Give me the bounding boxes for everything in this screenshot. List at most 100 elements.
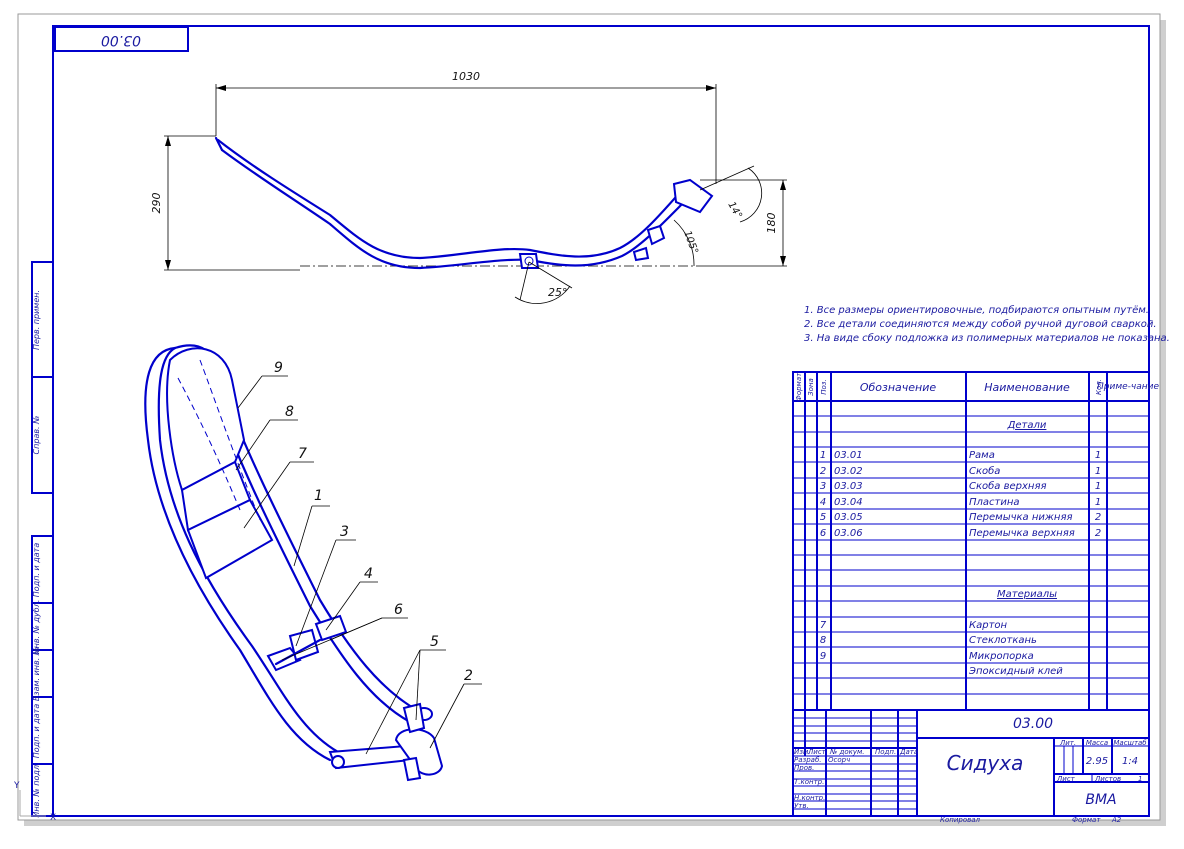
callout-8: 8 xyxy=(285,404,294,420)
tb-mass-value: 2.95 xyxy=(1086,756,1108,767)
callout-3: 3 xyxy=(340,524,349,540)
spec-pos: 2 xyxy=(820,466,826,477)
caption-copied: Копировал xyxy=(940,816,981,824)
hidden-line-2 xyxy=(199,359,261,521)
spec-name: Скоба xyxy=(969,465,1000,477)
plate-hole xyxy=(524,256,534,266)
spec-qty: 1 xyxy=(1095,497,1101,508)
spec-row-5: 5 03.05 Перемычка нижняя 2 xyxy=(820,512,1101,523)
side-view: 1030 290 180 25° 105° 14° xyxy=(150,70,787,304)
spec-qty: 2 xyxy=(1095,528,1101,539)
callout-7: 7 xyxy=(298,446,307,462)
tb-tkontr: Т.контр. xyxy=(794,778,824,786)
section-details: Детали xyxy=(1007,420,1047,431)
spec-pos: 3 xyxy=(820,481,826,492)
frame-tube-side-top xyxy=(216,138,684,260)
spec-name: Скоба верхняя xyxy=(969,480,1047,492)
hdr-note: Приме-чание xyxy=(1097,382,1159,392)
tb-nkontr: Н.контр. xyxy=(794,794,825,802)
caption-format: Формат xyxy=(1072,816,1101,824)
material-name: Стеклоткань xyxy=(969,635,1037,646)
tb-podp: Подп. xyxy=(875,748,896,756)
hdr-name: Наименование xyxy=(984,381,1070,394)
spec-row-4: 4 03.04 Пластина 1 xyxy=(820,497,1101,508)
svg-text:Y: Y xyxy=(13,781,20,791)
jumper-side-2 xyxy=(632,246,650,262)
tb-title: Сидуха xyxy=(947,751,1024,775)
spec-designation: 03.05 xyxy=(834,512,863,523)
section-materials: Материалы xyxy=(997,589,1057,600)
plate-4 xyxy=(314,614,348,642)
jumper-5b xyxy=(402,702,426,734)
angle-leg-14 xyxy=(699,165,755,191)
spec-pos: 4 xyxy=(820,497,826,508)
tube-end-left xyxy=(214,136,224,152)
tb-sheet: Лист xyxy=(1056,775,1076,783)
spec-row-lines xyxy=(793,415,1149,695)
angle-arc-25 xyxy=(514,285,571,304)
strip-vzam-inv: Взам. инв. № xyxy=(32,647,41,701)
strip-podp-data-2: Подп. и дата xyxy=(32,704,41,759)
iso-view: 9 8 7 1 3 4 6 5 2 xyxy=(144,344,482,782)
tube-end-1 xyxy=(331,755,345,769)
tb-sheets-value: 1 xyxy=(1138,775,1142,783)
jumper-bar xyxy=(274,638,322,666)
spec-name: Пластина xyxy=(969,497,1020,508)
tb-scale-value: 1:4 xyxy=(1122,756,1138,767)
cushion-7 xyxy=(186,498,274,580)
spec-name: Перемычка верхняя xyxy=(969,528,1075,539)
strip-sprav: Справ. № xyxy=(32,416,41,455)
note-3: 3. На виде сбоку подложка из полимерных … xyxy=(804,332,1170,344)
tb-date: Дата xyxy=(899,748,918,756)
frame-tube-outer-inner xyxy=(157,346,340,754)
callout-2: 2 xyxy=(464,668,473,684)
hidden-line-1 xyxy=(177,377,241,511)
angle-25: 25° xyxy=(548,286,568,299)
spec-row-1: 1 03.01 Рама 1 xyxy=(820,450,1101,461)
angle-leg-25a xyxy=(519,261,530,301)
strip-podp-data-1: Подп. и дата xyxy=(32,543,41,598)
spec-pos: 5 xyxy=(820,512,826,523)
callout-6: 6 xyxy=(394,602,403,618)
material-pos: 7 xyxy=(820,620,827,631)
material-pos: 8 xyxy=(820,635,826,646)
strip-inv-podl: Инв. № подл. xyxy=(32,762,41,817)
tb-scale: Масштаб xyxy=(1113,739,1147,747)
angle-arc-105 xyxy=(673,219,695,267)
tb-org: ВМА xyxy=(1085,792,1116,808)
jumper-side xyxy=(646,224,666,246)
title-block: Изм. Лист № докум. Подп. Дата Разраб. Ос… xyxy=(792,709,1150,817)
notes: 1. Все размеры ориентировочные, подбираю… xyxy=(804,304,1170,344)
spec-name: Рама xyxy=(969,450,995,461)
bracket-2 xyxy=(394,728,444,776)
material-row-9: 9 Микропорка xyxy=(820,651,1034,662)
tb-list: Лист xyxy=(807,748,827,756)
tb-designation: 03.00 xyxy=(1013,716,1053,732)
material-name: Микропорка xyxy=(969,651,1034,662)
dim-arrows-180 xyxy=(780,180,786,266)
caption-format-value: A2 xyxy=(1111,816,1122,824)
callout-5: 5 xyxy=(430,634,439,650)
hdr-format: Формат xyxy=(795,372,803,401)
tb-razrab-name: Осорч xyxy=(828,756,850,764)
spec-table: Формат Зона Поз. Обозначение Наименовани… xyxy=(792,371,1159,711)
spec-designation: 03.02 xyxy=(834,466,863,477)
spec-designation: 03.04 xyxy=(834,497,863,508)
ucs-axis-icon: Y X xyxy=(13,781,56,823)
title-left-lines xyxy=(793,717,917,810)
left-strip: Перв. примен. Справ. № Подп. и дата Инв.… xyxy=(31,261,54,818)
spec-row-3: 3 03.03 Скоба верхняя 1 xyxy=(820,480,1101,492)
spec-pos: 1 xyxy=(820,450,826,461)
angle-arc-14 xyxy=(739,167,763,223)
dim-1030: 1030 xyxy=(452,70,480,83)
bracket-side xyxy=(672,178,714,214)
spec-row-2: 2 03.02 Скоба 1 xyxy=(820,465,1101,477)
frame-tube-side-bottom xyxy=(220,148,692,270)
angle-leg-25b xyxy=(528,261,573,289)
spec-row-6: 6 03.06 Перемычка верхняя 2 xyxy=(820,528,1101,539)
hdr-zone: Зона xyxy=(807,378,815,396)
spec-qty: 1 xyxy=(1095,450,1101,461)
tb-sheets: Листов xyxy=(1094,775,1121,783)
note-2: 2. Все детали соединяются между собой ру… xyxy=(804,318,1157,330)
tb-razrab: Разраб. xyxy=(794,756,822,764)
